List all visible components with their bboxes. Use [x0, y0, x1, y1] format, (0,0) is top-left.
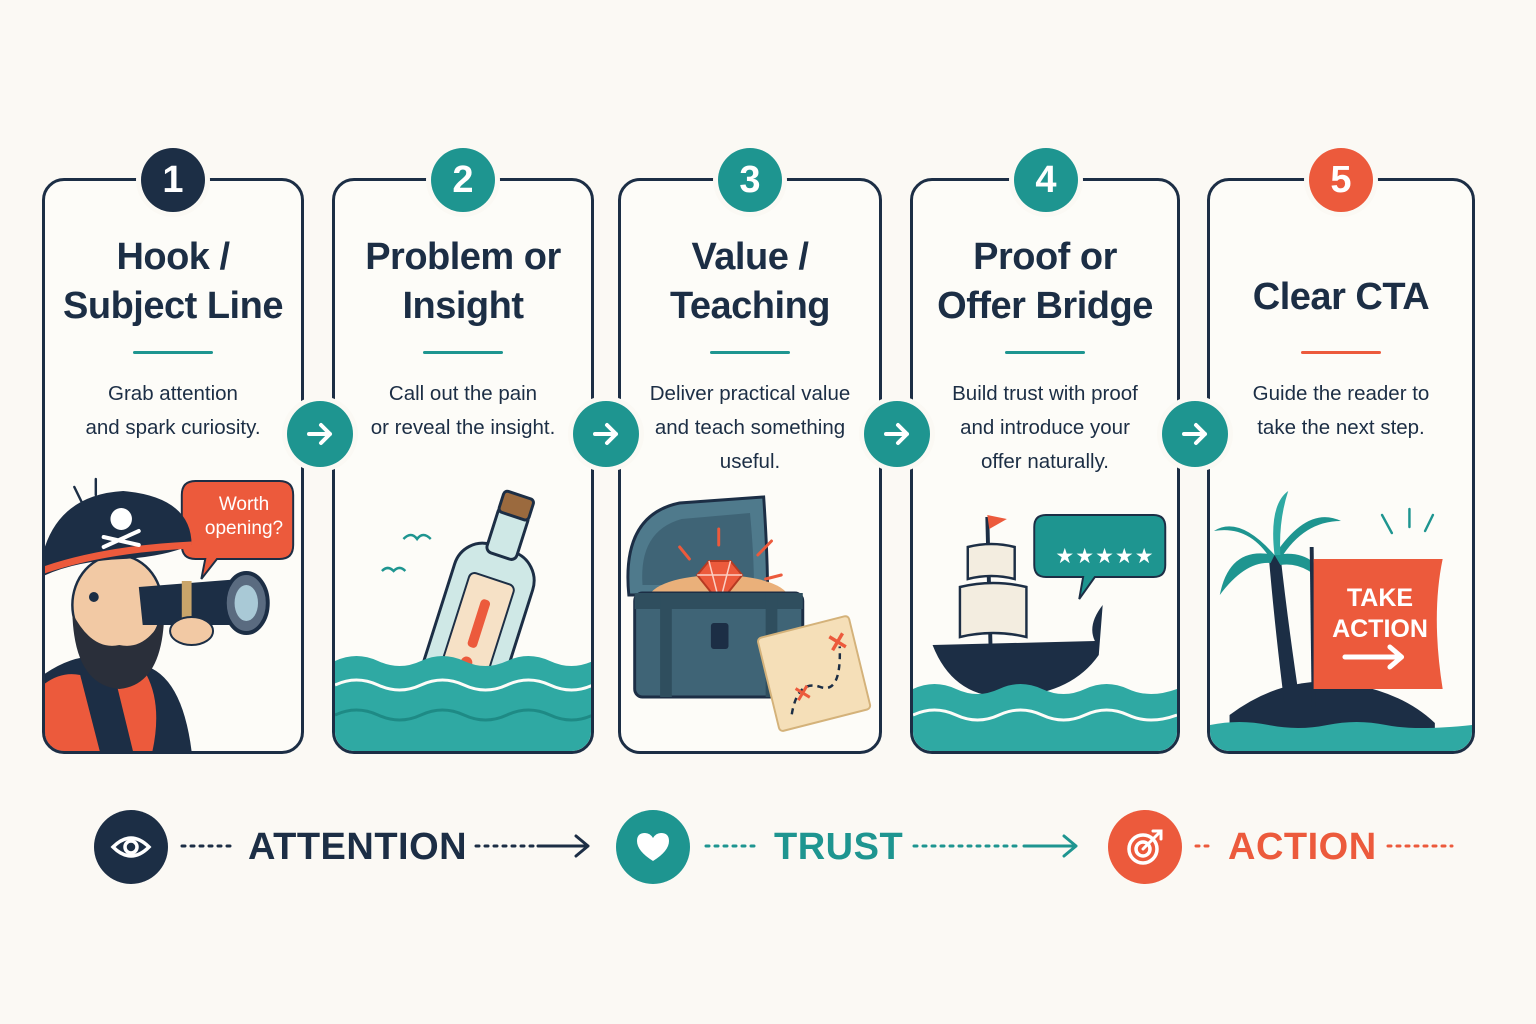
flow-connector [1192, 826, 1216, 866]
next-step-arrow-4 [1162, 401, 1228, 467]
title-underline [423, 351, 503, 354]
message-bottle-icon [335, 475, 591, 751]
arrow-right-icon [307, 423, 332, 445]
trust-stage-icon [616, 810, 690, 884]
step-card-cta: Clear CTA Guide the reader to take the n… [1207, 178, 1475, 754]
step-title-problem: Problem or Insight [365, 236, 561, 327]
step-title-cta: Clear CTA [1252, 276, 1430, 318]
step-number-badge-2: 2 [431, 148, 495, 212]
step-description-value: Deliver practical value and teach someth… [649, 382, 851, 473]
next-step-arrow-2 [573, 401, 639, 467]
eye-icon [110, 836, 152, 858]
next-step-arrow-3 [864, 401, 930, 467]
palm-island-icon [1210, 475, 1472, 751]
flow-connector [178, 826, 236, 866]
title-underline [133, 351, 213, 354]
action-stage-icon [1108, 810, 1182, 884]
attention-stage-icon [94, 810, 168, 884]
next-step-arrow-1 [287, 401, 353, 467]
step-title-proof: Proof or Offer Bridge [937, 236, 1153, 327]
title-underline [710, 351, 790, 354]
arrow-right-icon [1182, 423, 1207, 445]
pirate-ship-icon [913, 475, 1177, 751]
step-description-cta: Guide the reader to take the next step. [1252, 382, 1430, 439]
heart-icon [637, 833, 669, 861]
flow-label-trust: TRUST [774, 826, 904, 868]
step-description-proof: Build trust with proof and introduce you… [952, 382, 1138, 473]
title-underline [1301, 351, 1381, 354]
flow-connector [702, 826, 760, 866]
flow-connector-arrow [910, 826, 1082, 866]
rating-stars: ★★★★★ [1055, 544, 1155, 568]
cta-flag-text: TAKE ACTION [1332, 584, 1428, 643]
flow-label-action: ACTION [1228, 826, 1377, 868]
step-title-hook: Hook / Subject Line [63, 236, 283, 327]
flow-connector [1384, 826, 1456, 866]
step-card-hook: Hook / Subject Line Grab attention and s… [42, 178, 304, 754]
flow-connector-arrow [472, 826, 594, 866]
treasure-chest-icon [621, 475, 879, 751]
speech-bubble-text: Worth opening? [204, 494, 284, 539]
step-description-hook: Grab attention and spark curiosity. [85, 382, 261, 439]
step-number-badge-5: 5 [1309, 148, 1373, 212]
pirate-spyglass-icon [45, 475, 301, 751]
step-card-value: Value / Teaching Deliver practical value… [618, 178, 882, 754]
step-number-badge-4: 4 [1014, 148, 1078, 212]
title-underline [1005, 351, 1085, 354]
step-card-proof: Proof or Offer Bridge Build trust with p… [910, 178, 1180, 754]
step-card-problem: Problem or Insight Call out the pain or … [332, 178, 594, 754]
step-number-badge-1: 1 [141, 148, 205, 212]
step-number-badge-3: 3 [718, 148, 782, 212]
step-description-problem: Call out the pain or reveal the insight. [370, 382, 556, 439]
arrow-right-icon [593, 423, 618, 445]
step-title-value: Value / Teaching [670, 236, 831, 327]
flow-label-attention: ATTENTION [248, 826, 468, 868]
target-icon [1127, 829, 1163, 865]
arrow-right-icon [884, 423, 909, 445]
